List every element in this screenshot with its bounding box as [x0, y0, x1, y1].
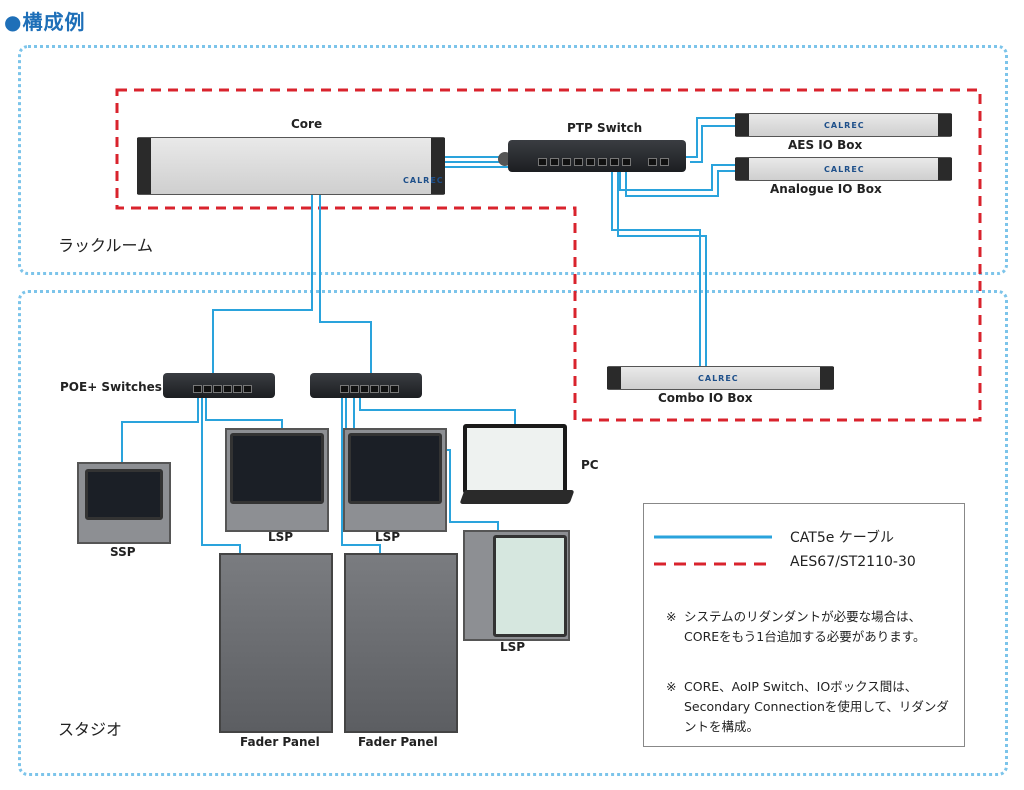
lsp-1-label: LSP	[268, 530, 294, 544]
core-brand: CALREC	[403, 176, 444, 185]
ssp-device	[77, 462, 171, 544]
fader-panel-1-device	[219, 553, 333, 733]
legend-aes67-text: AES67/ST2110-30	[790, 554, 916, 570]
lsp-2-label: LSP	[375, 530, 401, 544]
poe-switch-1-device	[163, 373, 275, 398]
lsp-2-device	[343, 428, 447, 532]
core-device: CALREC	[137, 137, 512, 195]
legend-box: CAT5e ケーブル AES67/ST2110-30 ※ システムのリダンダント…	[643, 503, 965, 747]
analogue-io-box-label: Analogue IO Box	[770, 182, 882, 196]
studio-zone	[18, 290, 1008, 776]
aes-brand: CALREC	[824, 121, 865, 130]
note-2-text: CORE、AoIP Switch、IOボックス間は、Secondary Conn…	[684, 679, 949, 734]
ssp-label: SSP	[110, 545, 136, 559]
ptp-switch-label: PTP Switch	[567, 121, 643, 135]
cable-poe-lsp1	[205, 398, 283, 428]
pc-keyboard	[459, 490, 575, 504]
cable-core-ptp	[445, 156, 508, 168]
note-2-mark: ※	[666, 679, 677, 694]
lsp-3-label: LSP	[500, 640, 526, 654]
rack-room-label: ラックルーム	[58, 236, 154, 255]
studio-label: スタジオ	[58, 720, 123, 739]
cable-poe-ssp	[121, 398, 199, 462]
legend-cat5e-line	[654, 535, 772, 566]
combo-io-box-device: CALREC	[607, 366, 834, 390]
aes-io-box-device: CALREC	[735, 113, 952, 137]
cable-ptp-analogue	[619, 164, 735, 197]
fader-panel-1-label: Fader Panel	[240, 735, 320, 749]
legend-cat5e-text: CAT5e ケーブル	[790, 530, 894, 546]
lsp-1-device	[225, 428, 329, 532]
core-label: Core	[291, 117, 323, 131]
fader-panel-2-label: Fader Panel	[358, 735, 438, 749]
combo-io-box-label: Combo IO Box	[658, 391, 753, 405]
pc-label: PC	[581, 458, 599, 472]
aes-io-box-label: AES IO Box	[788, 138, 863, 152]
cable-poe-fader1	[201, 398, 241, 553]
lsp-3-device	[463, 530, 570, 641]
pc-monitor	[463, 424, 567, 494]
combo-brand: CALREC	[698, 374, 739, 383]
page-title: ●構成例	[4, 10, 86, 34]
aes67-network-boundary	[115, 88, 982, 422]
rack-room-zone	[18, 45, 1008, 275]
poe-switches-label: POE+ Switches	[60, 380, 162, 394]
note-1-text: システムのリダンダントが必要な場合は、COREをもう1台追加する必要があります。	[684, 609, 926, 644]
fader-panel-2-device	[344, 553, 458, 733]
cable-poe-pc	[359, 398, 516, 424]
cable-core-poe	[212, 195, 372, 375]
note-1-mark: ※	[666, 609, 677, 624]
cable-ptp-aes	[685, 117, 735, 163]
cable-ptp-combo	[611, 172, 707, 368]
ptp-switch-device	[508, 140, 686, 172]
poe-switch-2-device	[310, 373, 422, 398]
cable-poe-fader2	[341, 398, 381, 553]
note-2: ※ CORE、AoIP Switch、IOボックス間は、Secondary Co…	[666, 677, 951, 737]
note-1: ※ システムのリダンダントが必要な場合は、COREをもう1台追加する必要がありま…	[666, 607, 951, 647]
analogue-io-box-device: CALREC	[735, 157, 952, 181]
analogue-brand: CALREC	[824, 165, 865, 174]
